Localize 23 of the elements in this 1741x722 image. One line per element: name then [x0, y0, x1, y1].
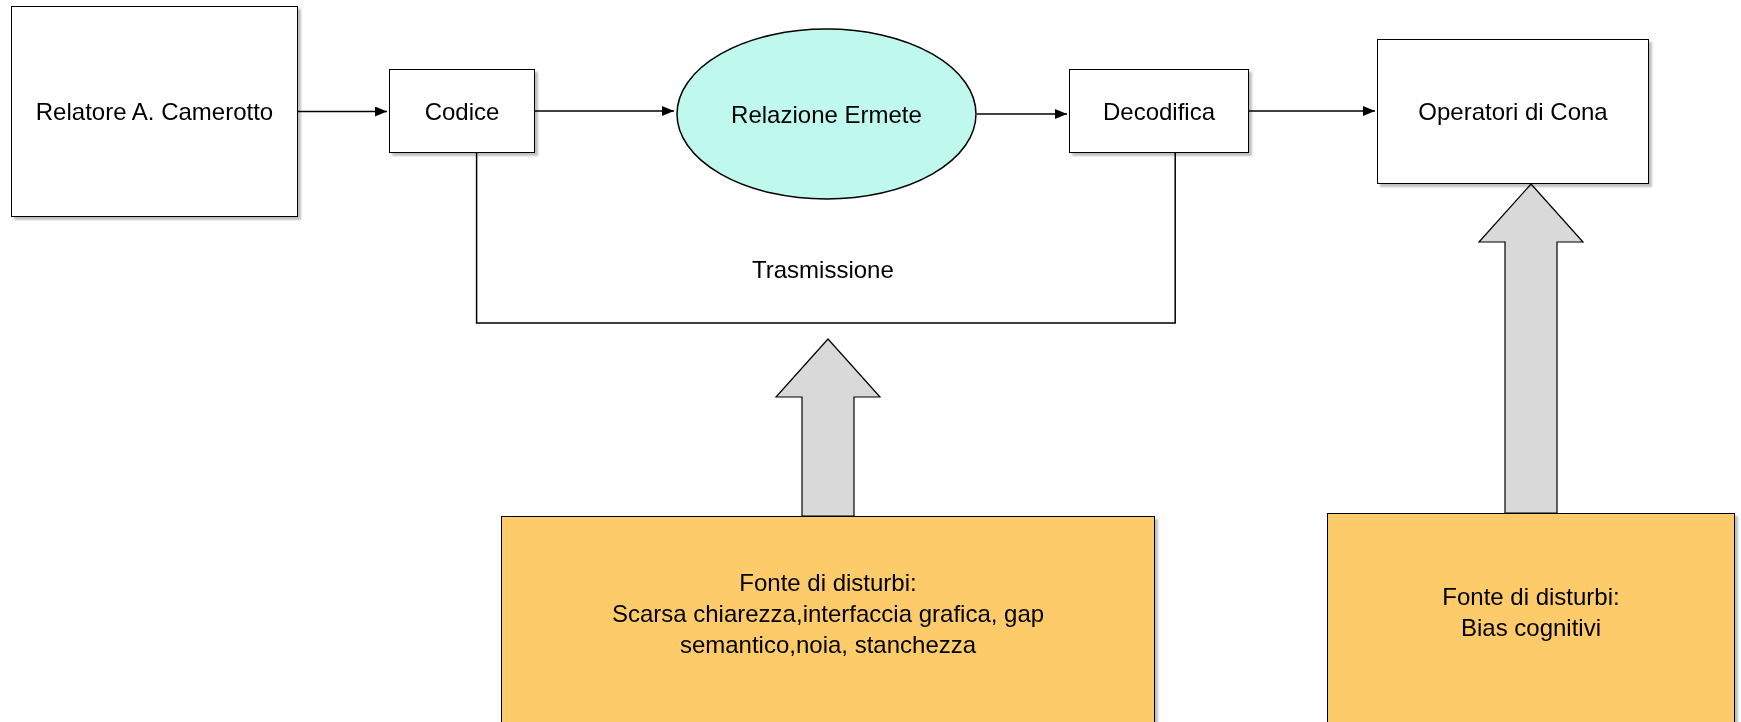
ellipse-node: [676, 28, 977, 200]
note-heading: Fonte di disturbi:: [1442, 582, 1620, 612]
arrow: [534, 106, 675, 116]
note-box: [1327, 513, 1735, 722]
node-label: Scarsa chiarezza,interfaccia grafica, gap semantico,noia, stanchezza: [610, 599, 1046, 660]
node-label: Relatore A. Camerotto: [35, 97, 274, 127]
node-label: Bias cognitivi: [1460, 613, 1602, 643]
process-box: [11, 6, 298, 217]
arrow: [976, 109, 1068, 119]
arrow: [1248, 106, 1376, 116]
node-label: Decodifica: [1102, 96, 1216, 127]
block-arrow: [774, 338, 882, 517]
connector-line: [475, 152, 1176, 324]
process-box: [1069, 69, 1249, 153]
process-box: [1377, 39, 1649, 184]
note-heading: Fonte di disturbi:: [739, 568, 917, 598]
node-label: Codice: [424, 96, 500, 127]
node-label: Relazione Ermete: [731, 99, 922, 130]
node-label: Operatori di Cona: [1418, 97, 1608, 127]
process-box: [389, 69, 535, 153]
note-box: [501, 516, 1155, 722]
arrow: [297, 106, 388, 117]
block-arrow: [1477, 183, 1585, 514]
